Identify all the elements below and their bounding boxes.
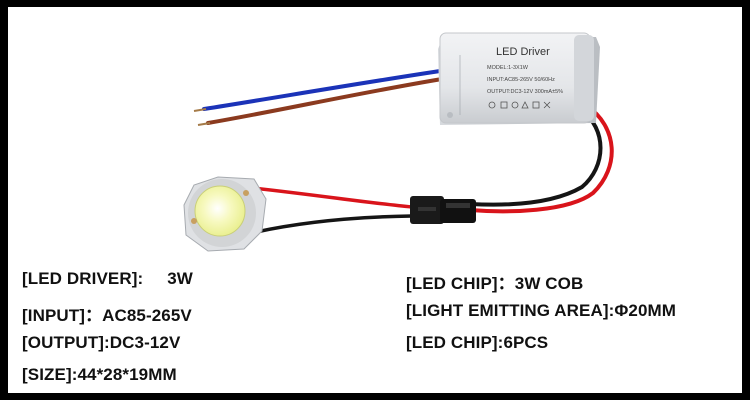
red-output-wire — [469, 103, 614, 214]
blue-wire — [202, 69, 442, 111]
driver-label: LED Driver — [496, 46, 550, 58]
spec-key: [LED CHIP]: — [406, 333, 504, 352]
cob-led-chip — [183, 176, 267, 252]
spec-value: 44*28*19MM — [77, 365, 177, 384]
spec-led-driver: [LED DRIVER]: 3W — [22, 269, 193, 289]
product-photo: LED Driver MODEL:1-3X1W INPUT:AC85-265V … — [183, 32, 614, 252]
product-canvas: LED Driver MODEL:1-3X1W INPUT:AC85-265V … — [8, 7, 742, 393]
driver-input-text: INPUT:AC85-265V 50/60Hz — [487, 77, 555, 83]
red-led-wire — [243, 185, 413, 209]
spec-led-chip-power: [LED CHIP]：3W COB — [406, 269, 583, 294]
spec-value: 3W — [167, 269, 193, 288]
spec-value: 3W COB — [514, 274, 584, 293]
spec-value: DC3-12V — [109, 333, 181, 352]
led-driver-box: LED Driver MODEL:1-3X1W INPUT:AC85-265V … — [438, 32, 600, 125]
spec-size: [SIZE]:44*28*19MM — [22, 365, 177, 385]
spec-light-emitting-area: [LIGHT EMITTING AREA]:Φ20MM — [406, 301, 676, 321]
spec-key: [OUTPUT]: — [22, 333, 110, 352]
driver-output-text: OUTPUT:DC3-12V 300mA±5% — [487, 89, 563, 95]
spec-value: AC85-265V — [102, 306, 192, 325]
input-wires — [193, 69, 444, 126]
spec-value: Φ20MM — [614, 301, 677, 320]
spec-led-chip-count: [LED CHIP]:6PCS — [406, 333, 548, 353]
driver-model-text: MODEL:1-3X1W — [487, 65, 529, 71]
spec-output: [OUTPUT]:DC3-12V — [22, 333, 180, 353]
spec-key: [INPUT]： — [22, 306, 103, 325]
spec-input: [INPUT]：AC85-265V — [22, 301, 192, 326]
spec-key: [LED CHIP]： — [406, 274, 515, 293]
brown-wire — [206, 77, 444, 125]
black-output-wire — [469, 107, 603, 207]
spec-key: [LIGHT EMITTING AREA]: — [406, 301, 615, 320]
certification-icons — [488, 101, 551, 109]
spec-key: [SIZE]: — [22, 365, 78, 384]
brown-wire-tip — [197, 122, 211, 126]
spec-value: 6PCS — [503, 333, 549, 352]
wire-connector — [410, 196, 476, 224]
spec-key: [LED DRIVER]: — [22, 269, 144, 288]
blue-wire-tip — [193, 108, 207, 112]
led-emitting-area — [194, 185, 246, 237]
